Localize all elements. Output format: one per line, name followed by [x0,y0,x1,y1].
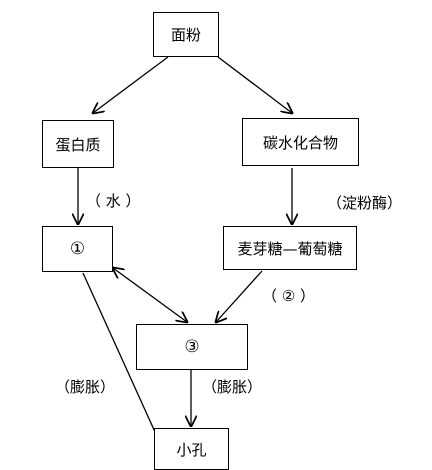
maltose-glucose-box: 麦芽糖—葡萄糖 [223,226,357,270]
node1-label: ① [69,239,86,259]
protein-box: 蛋白质 [42,120,114,168]
maltose-glucose-label: 麦芽糖—葡萄糖 [237,239,343,258]
expand-right-edge-label: （膨胀） [202,378,263,396]
arrow-node1-node3-bidirectional [113,268,187,322]
flour-box: 面粉 [153,12,219,57]
carbohydrate-label: 碳水化合物 [262,133,338,152]
expand-left-edge-label: （膨胀） [55,378,116,396]
carbohydrate-box: 碳水化合物 [242,118,359,166]
arrow-maltose-to-node3 [216,270,263,322]
flour-label: 面粉 [170,26,201,44]
node3-box: ③ [136,324,248,370]
node3-label: ③ [184,337,200,357]
arrow-flour-to-protein [93,56,169,113]
amylase-edge-label: （淀粉酶） [327,194,403,212]
water-edge-label: （ 水 ） [86,192,141,210]
node1-box: ① [42,226,113,272]
arrow-node1-to-small-holes [82,272,165,454]
small-holes-box: 小孔 [154,428,229,470]
step2-edge-label: （ ② ） [262,287,315,305]
small-holes-label: 小孔 [176,440,207,459]
protein-label: 蛋白质 [55,135,101,154]
arrow-flour-to-carbohydrate [217,56,292,113]
